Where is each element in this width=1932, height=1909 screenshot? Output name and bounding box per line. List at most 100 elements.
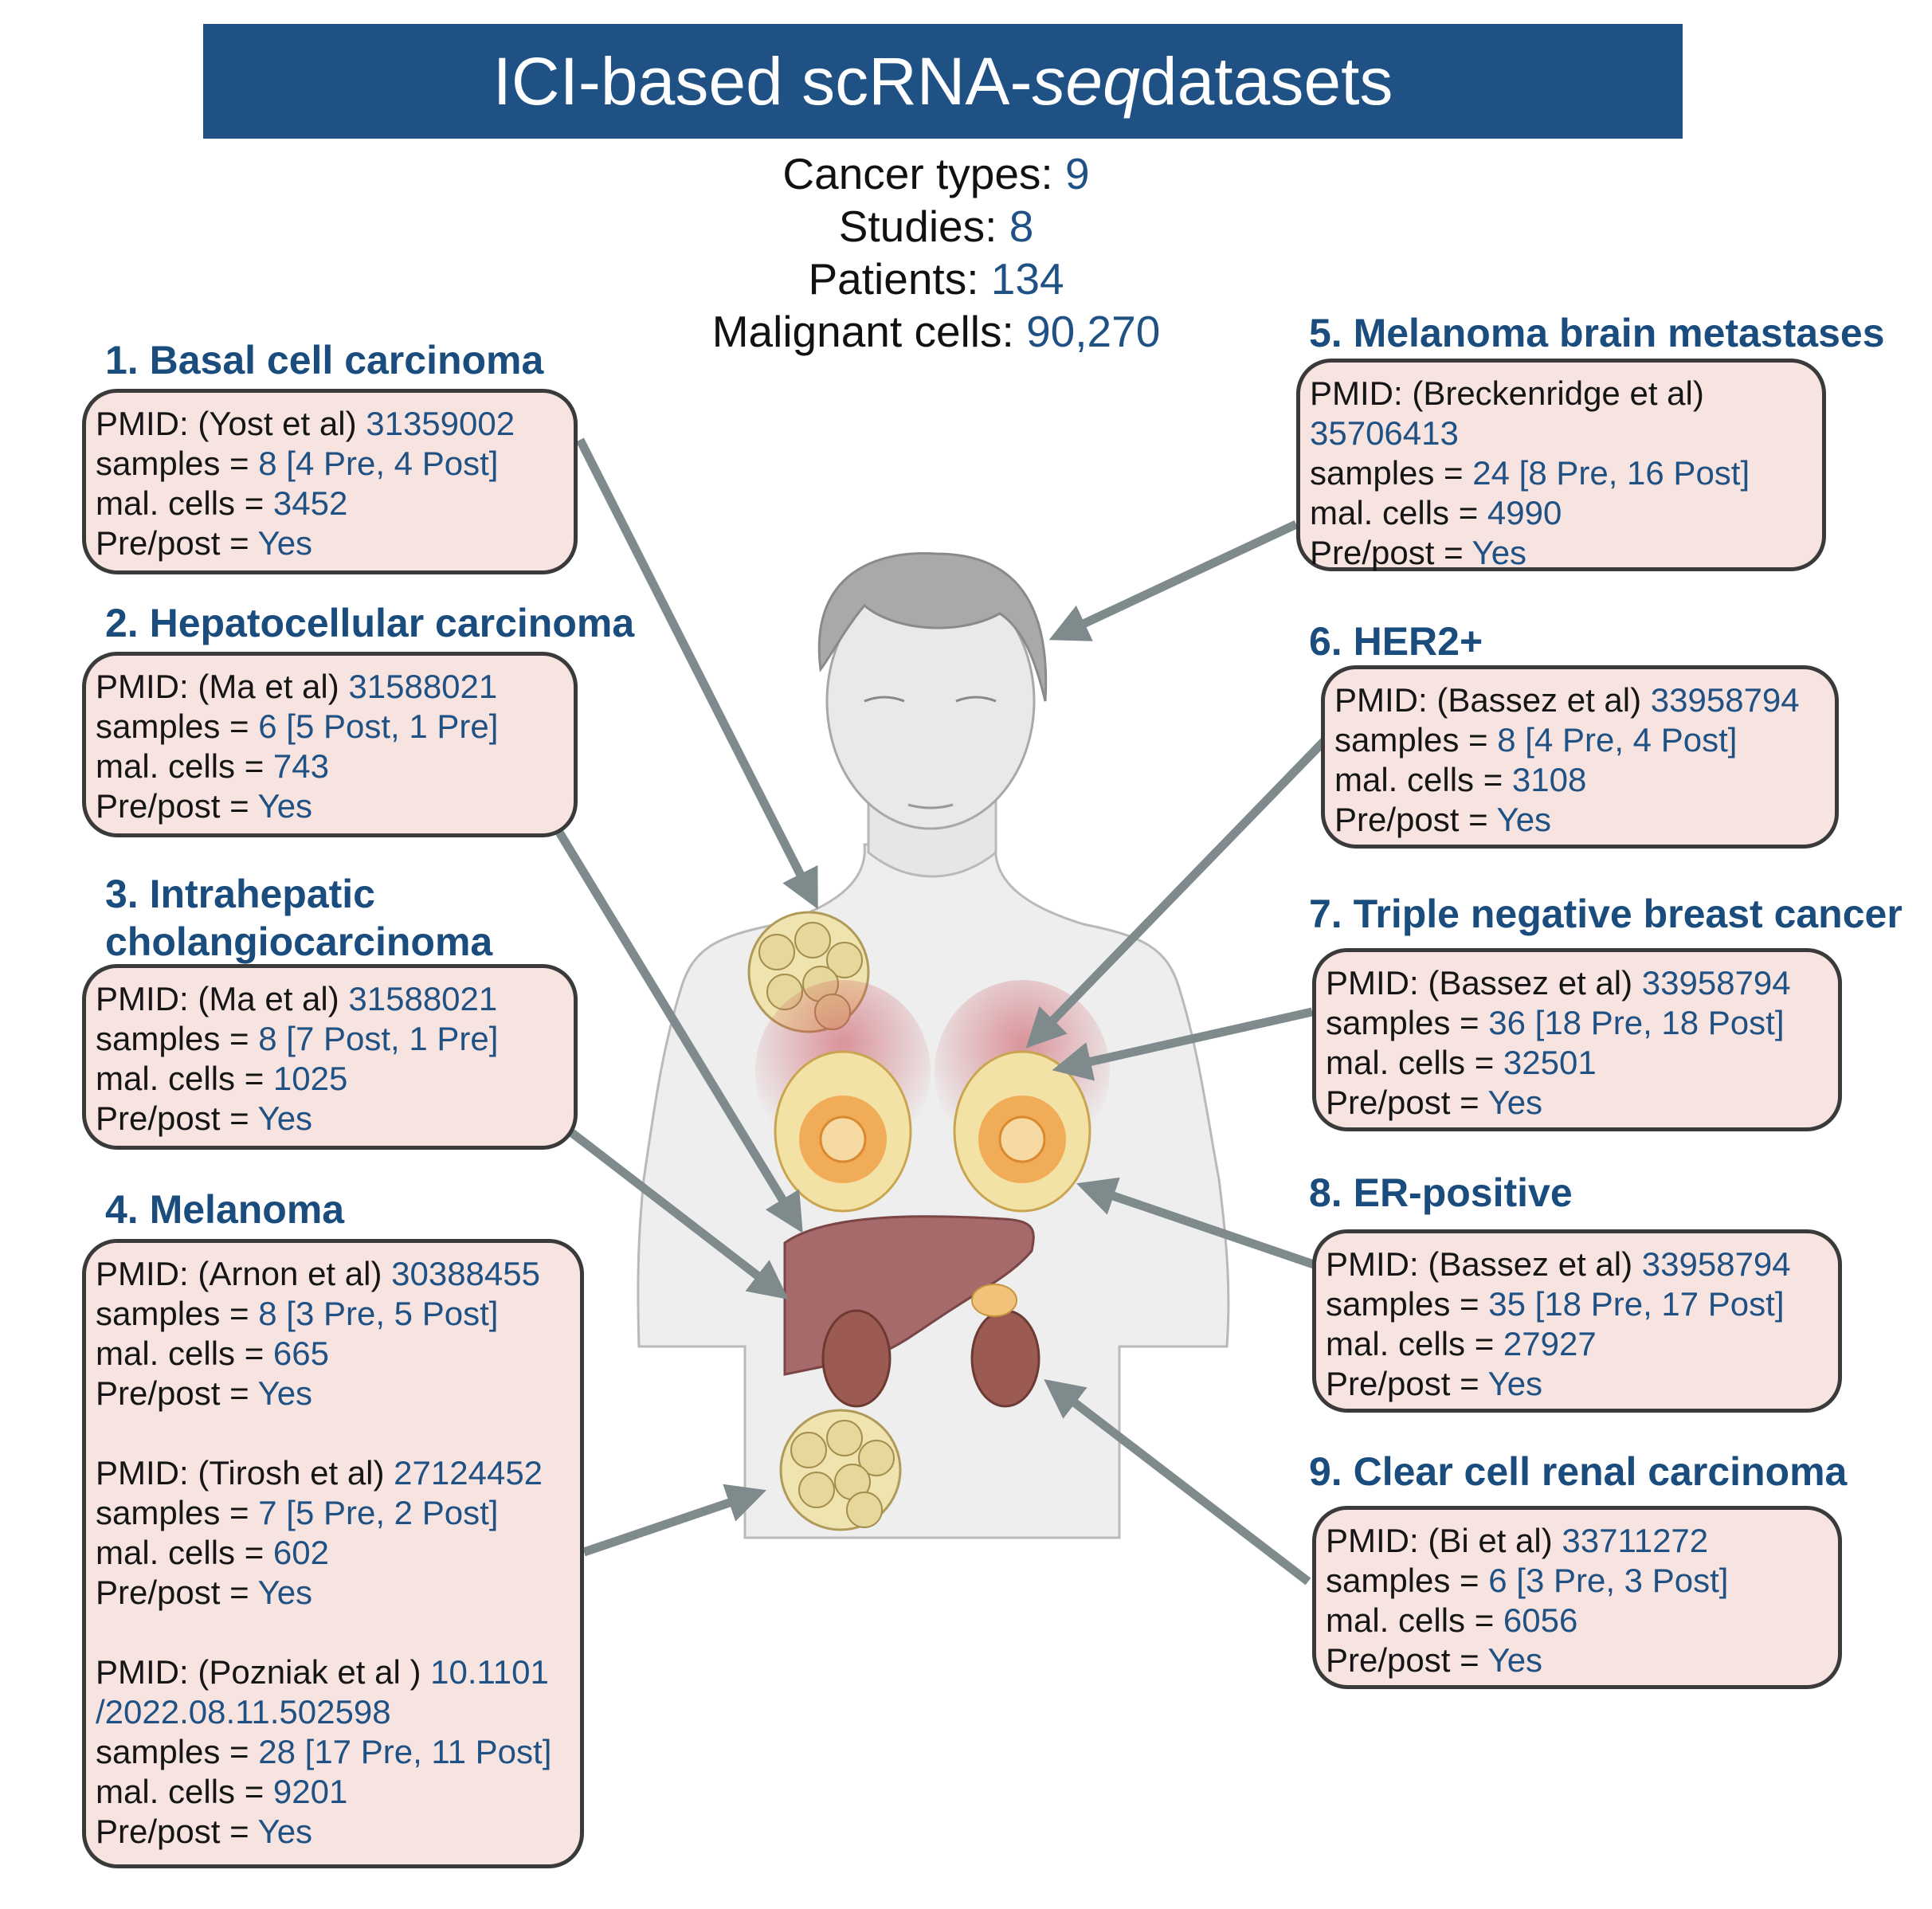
breast-left [755,980,931,1213]
cells-value: 27927 [1503,1325,1597,1362]
samples-label: samples = [96,1494,249,1531]
cells-line: mal. cells = 743 [96,747,564,786]
title-italic: seq [1032,43,1140,119]
summary-value: 90,270 [1026,307,1161,356]
heading-line-2: cholangiocarcinoma [105,919,493,964]
heading-her2: 6. HER2+ [1309,619,1483,664]
arrow-p9 [1044,1378,1311,1586]
cells-line: mal. cells = 9201 [96,1772,570,1812]
prepost-label: Pre/post = [96,524,249,562]
samples-label: samples = [1326,1004,1479,1041]
title-prefix: ICI-based scRNA- [492,43,1033,119]
heading-triple-negative-breast-cancer: 7. Triple negative breast cancer [1309,892,1903,936]
samples-line: samples = 7 [5 Pre, 2 Post] [96,1493,570,1533]
cells-label: mal. cells = [1334,761,1503,798]
pmid-value: 33958794 [1650,681,1800,719]
cells-line: mal. cells = 1025 [96,1059,564,1099]
arrow-p8 [1076,1177,1318,1270]
samples-label: samples = [1334,721,1488,759]
title-suffix: datasets [1139,43,1393,119]
prepost-line: Pre/post = Yes [1326,1640,1828,1680]
prepost-line: Pre/post = Yes [96,1573,570,1613]
summary-label: Studies: [838,202,997,251]
pmid-value: 31588021 [348,668,498,705]
card-hepatocellular-carcinoma: PMID: (Ma et al) 31588021 samples = 6 [5… [82,652,578,837]
pmid-line: PMID: (Breckenridge et al) [1310,374,1812,414]
prepost-value: Yes [257,524,313,562]
entry-spacer [96,1613,570,1652]
samples-line: samples = 24 [8 Pre, 16 Post] [1310,453,1812,493]
prepost-label: Pre/post = [96,1100,249,1137]
mouth [907,803,954,809]
pmid-value: 31359002 [366,405,515,442]
neck [867,763,997,878]
card-melanoma-brain-metastases: PMID: (Breckenridge et al) 35706413 samp… [1296,359,1826,571]
samples-line: samples = 8 [3 Pre, 5 Post] [96,1294,570,1334]
pmid-line: PMID: (Arnon et al) 30388455 [96,1254,570,1294]
pmid-line: PMID: (Bi et al) 33711272 [1326,1521,1828,1561]
samples-value: 24 [8 Pre, 16 Post] [1472,454,1750,492]
torso-silhouette [637,843,1230,1539]
samples-value: 8 [4 Pre, 4 Post] [1497,721,1738,759]
heading-melanoma: 4. Melanoma [105,1187,345,1232]
cells-value: 32501 [1503,1044,1597,1081]
cells-value: 1025 [272,1060,348,1097]
cells-value: 665 [272,1335,329,1372]
pmid-line: PMID: (Bassez et al) 33958794 [1326,963,1828,1003]
prepost-label: Pre/post = [1326,1365,1479,1402]
cells-label: mal. cells = [96,747,265,785]
cells-value: 3108 [1511,761,1587,798]
prepost-label: Pre/post = [1326,1641,1479,1679]
breast-right [935,980,1110,1213]
cells-label: mal. cells = [96,1773,265,1810]
summary-row: Malignant cells: 90,270 [605,305,1267,358]
summary-row: Cancer types: 9 [605,147,1267,200]
prepost-line: Pre/post = Yes [96,1812,570,1852]
prepost-value: Yes [257,1574,313,1611]
cells-value: 6056 [1503,1601,1578,1639]
pmid-label: PMID: (Breckenridge et al) [1310,374,1704,412]
samples-value: 6 [5 Post, 1 Pre] [258,708,499,745]
prepost-line: Pre/post = Yes [1326,1364,1828,1404]
prepost-value: Yes [257,1100,313,1137]
card-basal-cell-carcinoma: PMID: (Yost et al) 31359002 samples = 8 … [82,389,578,574]
samples-label: samples = [1326,1562,1479,1599]
samples-line: samples = 8 [4 Pre, 4 Post] [96,444,564,484]
cells-value: 9201 [272,1773,348,1810]
fat-tissue-upper [747,911,870,1033]
prepost-label: Pre/post = [1326,1084,1479,1121]
summary-value: 8 [1009,202,1034,251]
eye-left [864,696,905,703]
heading-basal-cell-carcinoma: 1. Basal cell carcinoma [105,338,544,382]
cells-value: 743 [272,747,329,785]
fat-tissue-lower [779,1409,902,1531]
entry-spacer [96,1413,570,1453]
samples-value: 8 [3 Pre, 5 Post] [258,1295,499,1332]
prepost-value: Yes [1487,1365,1543,1402]
samples-value: 8 [4 Pre, 4 Post] [258,445,499,482]
samples-line: samples = 36 [18 Pre, 18 Post] [1326,1003,1828,1043]
pmid-line: PMID: (Pozniak et al ) 10.1101 [96,1652,570,1692]
cells-label: mal. cells = [96,1060,265,1097]
prepost-value: Yes [257,1813,313,1850]
cells-label: mal. cells = [1326,1044,1495,1081]
samples-label: samples = [96,1733,249,1770]
liver [783,1215,1035,1376]
pmid-line: PMID: (Tirosh et al) 27124452 [96,1453,570,1493]
samples-value: 35 [18 Pre, 17 Post] [1488,1285,1785,1323]
summary-row: Studies: 8 [605,200,1267,253]
pmid-label: PMID: (Pozniak et al ) [96,1653,421,1691]
arrow-p1 [576,437,818,910]
samples-line: samples = 35 [18 Pre, 17 Post] [1326,1284,1828,1324]
pmid-value: 30388455 [391,1255,540,1292]
summary-value: 134 [990,254,1064,304]
prepost-label: Pre/post = [96,1374,249,1412]
pmid-label: PMID: (Bassez et al) [1326,1245,1633,1283]
summary-label: Malignant cells: [711,307,1014,356]
prepost-line: Pre/post = Yes [96,523,564,563]
prepost-label: Pre/post = [96,787,249,825]
title-banner: ICI-based scRNA-seq datasets [203,24,1683,139]
prepost-line: Pre/post = Yes [96,786,564,826]
prepost-value: Yes [257,1374,313,1412]
arrow-p7 [1052,1007,1314,1081]
